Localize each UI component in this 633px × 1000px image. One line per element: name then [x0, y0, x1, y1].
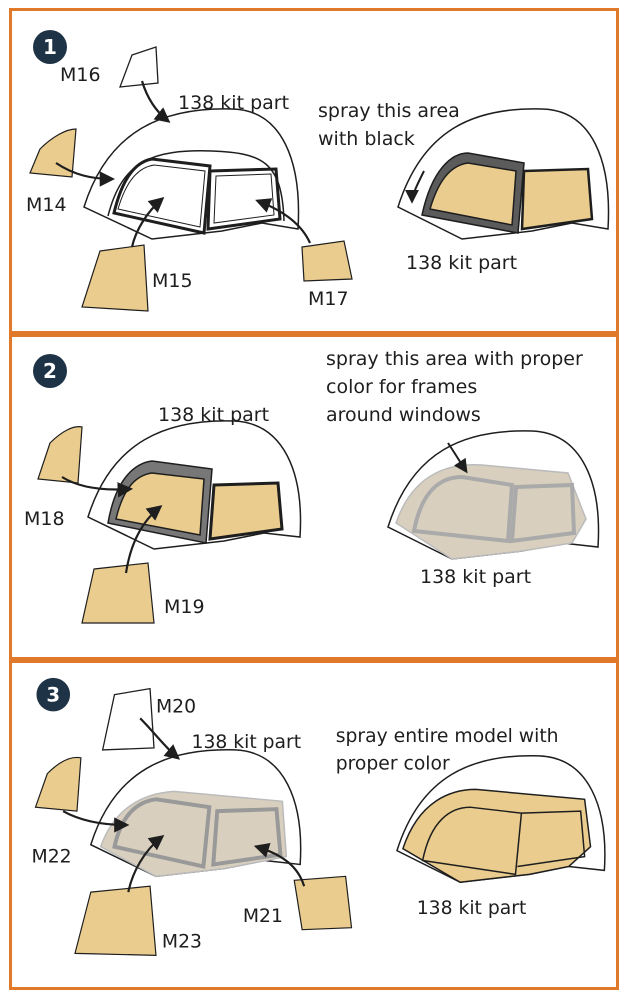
step-1-panel: 1 M16 M14 M15 M17 138 kit part	[9, 8, 619, 334]
mask-m15	[81, 244, 149, 312]
label-m18: M18	[24, 508, 65, 530]
mask-m18	[37, 426, 83, 484]
kit-part-label: 138 kit part	[406, 252, 517, 274]
kit-part-label: 138 kit part	[420, 566, 531, 588]
label-m17: M17	[308, 288, 349, 310]
arrow-icon	[253, 843, 306, 887]
note-line: spray entire model with	[336, 726, 559, 747]
canopy-left	[89, 749, 302, 878]
arrow-icon	[447, 442, 468, 474]
note-line: color for frames	[326, 376, 477, 398]
step-badge	[33, 354, 67, 388]
mask-m23	[74, 885, 157, 956]
note-line: proper color	[336, 754, 450, 775]
label-m19: M19	[164, 596, 205, 618]
step-number: 2	[43, 359, 57, 383]
arrow-icon	[255, 198, 312, 244]
canopy-left	[83, 108, 300, 240]
step-badge	[33, 30, 67, 64]
note-line: spray this area	[318, 100, 460, 122]
step-2-diagram: 2 M18 M19 138 kit part spray this area w…	[24, 348, 600, 624]
arrow-icon	[139, 717, 181, 760]
note-line: spray this area with proper	[326, 348, 583, 370]
label-m23: M23	[162, 931, 202, 952]
arrow-icon	[140, 80, 171, 123]
arrow-icon	[61, 476, 134, 498]
arrow-icon	[124, 505, 163, 574]
arrow-icon	[127, 834, 165, 893]
kit-part-label: 138 kit part	[158, 404, 269, 426]
note-line: with black	[318, 128, 415, 150]
step-3-diagram: 3 M20 M22 M23 M21 138 kit part spray ent…	[32, 677, 606, 956]
canopy-left	[87, 420, 302, 550]
step-2-panel: 2 M18 M19 138 kit part spray this area w…	[9, 334, 619, 660]
label-m14: M14	[26, 194, 67, 216]
label-m20: M20	[156, 696, 196, 717]
canopy-right	[387, 430, 600, 560]
step-number: 3	[46, 684, 60, 707]
step-badge	[36, 677, 71, 712]
label-m21: M21	[243, 906, 283, 927]
canopy-right	[396, 755, 606, 884]
canopy-right	[397, 108, 610, 240]
arrow-icon	[130, 196, 165, 248]
mask-m16	[119, 46, 159, 88]
arrow-icon	[405, 170, 425, 204]
step-1-diagram: 1 M16 M14 M15 M17 138 kit part	[26, 30, 610, 312]
mask-m22	[34, 756, 82, 812]
mask-m19	[81, 562, 155, 624]
label-m15: M15	[152, 270, 193, 292]
kit-part-label: 138 kit part	[178, 92, 289, 114]
step-3-panel: 3 M20 M22 M23 M21 138 kit part spray ent…	[9, 660, 619, 990]
arrow-icon	[55, 162, 116, 187]
note-line: around windows	[326, 404, 481, 426]
label-m22: M22	[32, 847, 72, 868]
kit-part-label: 138 kit part	[417, 898, 527, 919]
label-m16: M16	[60, 64, 101, 86]
mask-m17	[301, 240, 353, 282]
mask-m21	[293, 875, 353, 931]
mask-m20	[101, 687, 155, 751]
arrow-icon	[62, 810, 130, 833]
step-number: 1	[43, 35, 57, 59]
mask-m14	[29, 128, 77, 178]
kit-part-label: 138 kit part	[192, 732, 302, 753]
